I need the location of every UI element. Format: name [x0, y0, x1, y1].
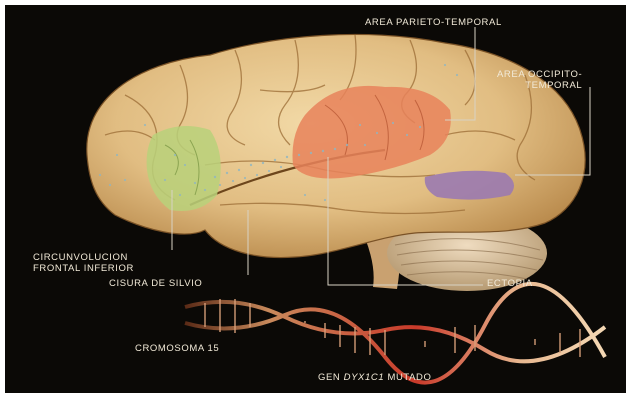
gen-suffix: MUTADO [387, 372, 431, 383]
label-area-parieto-temporal: AREA PARIETO-TEMPORAL [365, 17, 502, 28]
gen-prefix: GEN [318, 372, 340, 383]
gen-name: DYX1C1 [344, 372, 385, 383]
label-circunvolucion-frontal-inferior: CIRCUNVOLUCION FRONTAL INFERIOR [33, 252, 134, 274]
brain-illustration [5, 5, 626, 393]
label-ectopia: ECTOPIA [487, 278, 533, 289]
illustration-panel: AREA PARIETO-TEMPORAL AREA OCCIPITO- TEM… [5, 5, 626, 393]
label-area-occipito-temporal: AREA OCCIPITO- TEMPORAL [497, 69, 582, 91]
label-cisura-de-silvio: CISURA DE SILVIO [109, 278, 202, 289]
dna-helix [185, 284, 605, 383]
occipito-temporal-region [425, 171, 514, 200]
label-gen: GEN DYX1C1 MUTADO [318, 372, 432, 383]
label-cromosoma: CROMOSOMA 15 [135, 343, 219, 354]
